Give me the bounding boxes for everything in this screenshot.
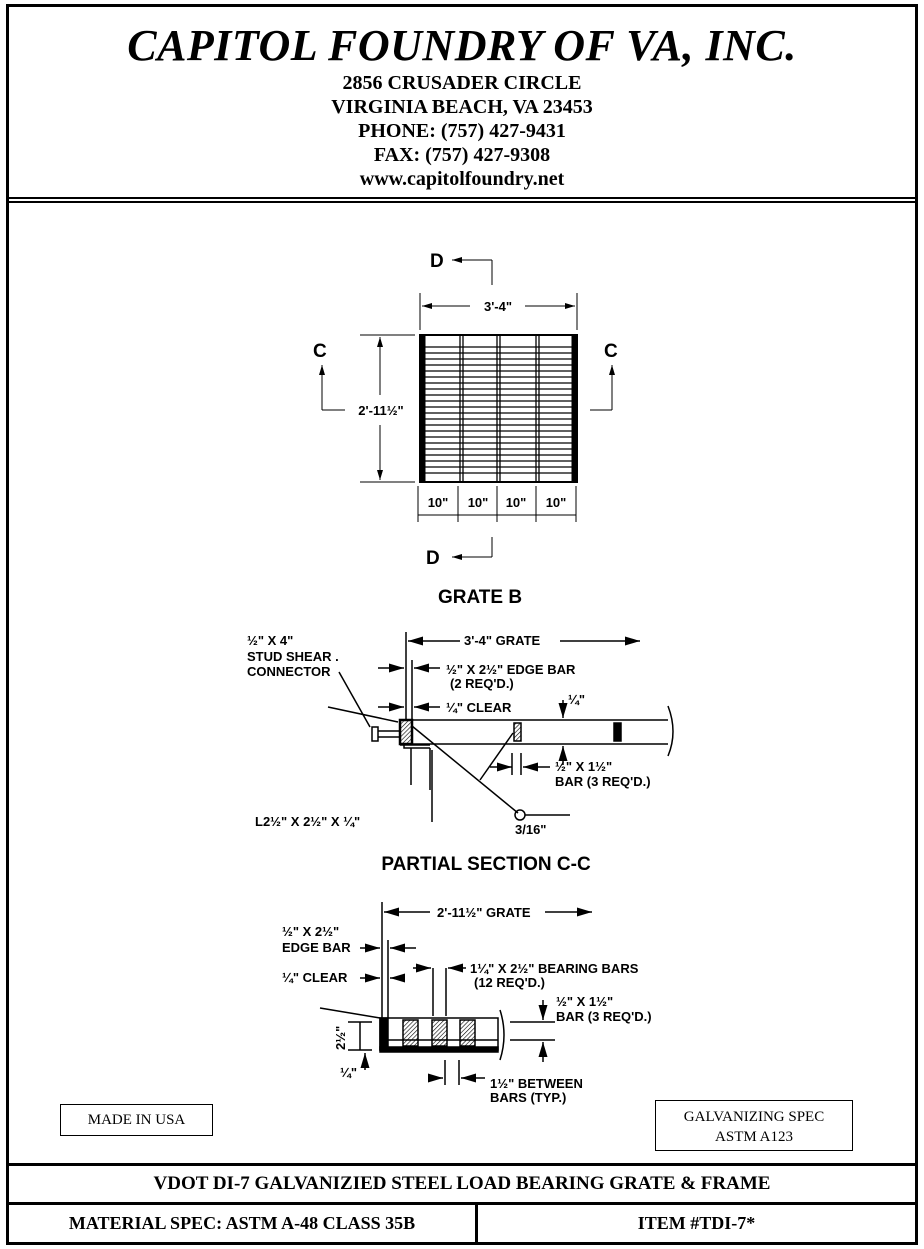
grate-plan-view [319, 257, 615, 560]
dd-depth: 2½" [333, 1026, 348, 1050]
website: www.capitolfoundry.net [359, 168, 565, 190]
dd-clear: ¼" CLEAR [282, 970, 348, 985]
cc-edge-bar: ½" X 2½" EDGE BAR [446, 662, 576, 677]
galvanizing-spec-box: GALVANIZING SPEC ASTM A123 [655, 1100, 853, 1151]
galvanizing-label: GALVANIZING SPEC [683, 1109, 825, 1125]
spacing-dim: 10" [468, 495, 489, 510]
made-in-usa: MADE IN USA [87, 1112, 186, 1128]
section-d-marker-top: D [430, 251, 444, 272]
cc-clear: ¼" CLEAR [446, 700, 512, 715]
dd-edge-bar: ½" X 2½" [282, 924, 339, 939]
dd-edge-bar-label: EDGE BAR [282, 940, 351, 955]
made-in-usa-box: MADE IN USA [60, 1104, 213, 1136]
plan-height-dim: 2'-11½" [358, 403, 403, 418]
cc-bar: ½" X 1½" [555, 759, 612, 774]
dd-bearing-req: (12 REQ'D.) [474, 975, 545, 990]
section-d-marker-bottom: D [426, 548, 440, 569]
section-dd-drawing [319, 902, 592, 1085]
dd-bearing-bars: 1¼" X 2½" BEARING BARS [470, 961, 639, 976]
dd-between: 1½" BETWEEN [490, 1076, 583, 1091]
spacing-dim: 10" [506, 495, 527, 510]
fax: FAX: (757) 427-9308 [373, 144, 551, 166]
phone: PHONE: (757) 427-9431 [358, 120, 566, 142]
section-cc-drawing [327, 632, 674, 822]
cc-bar-req: BAR (3 REQ'D.) [555, 774, 651, 789]
stud-label: ½" X 4" [247, 633, 293, 648]
section-cc-title: PARTIAL SECTION C-C [381, 854, 591, 875]
company-header: CAPITOL FOUNDRY OF VA, INC. 2856 CRUSADE… [6, 4, 918, 203]
dd-bar: ½" X 1½" [556, 994, 613, 1009]
stud-label: STUD SHEAR . [247, 649, 339, 664]
cc-edge-bar-req: (2 REQ'D.) [450, 676, 514, 691]
company-name: CAPITOL FOUNDRY OF VA, INC. [127, 21, 797, 70]
section-c-marker-right: C [604, 341, 618, 362]
spec-row: MATERIAL SPEC: ASTM A-48 CLASS 35B ITEM … [6, 1202, 918, 1245]
plan-width-dim: 3'-4" [484, 299, 512, 314]
spacing-dim: 10" [428, 495, 449, 510]
dd-bar-req: BAR (3 REQ'D.) [556, 1009, 652, 1024]
product-title: VDOT DI-7 GALVANIZIED STEEL LOAD BEARING… [6, 1163, 918, 1205]
cc-quarter: ¼" [568, 692, 585, 707]
dd-between-typ: BARS (TYP.) [490, 1090, 566, 1105]
galvanizing-standard: ASTM A123 [715, 1129, 793, 1145]
cc-angle: L2½" X 2½" X ¼" [255, 814, 360, 829]
item-number: ITEM #TDI-7* [637, 1213, 756, 1233]
section-c-marker-left: C [313, 341, 327, 362]
dd-quarter: ¼" [340, 1065, 357, 1080]
address-line-2: VIRGINIA BEACH, VA 23453 [331, 96, 593, 118]
grate-b-title: GRATE B [438, 587, 522, 608]
material-spec: MATERIAL SPEC: ASTM A-48 CLASS 35B [9, 1205, 478, 1242]
address-line-1: 2856 CRUSADER CIRCLE [342, 72, 582, 94]
dd-grate-dim: 2'-11½" GRATE [437, 905, 531, 920]
cc-grate-dim: 3'-4" GRATE [464, 633, 541, 648]
stud-label: CONNECTOR [247, 664, 331, 679]
cc-weld: 3/16" [515, 822, 546, 837]
spacing-dim: 10" [546, 495, 567, 510]
